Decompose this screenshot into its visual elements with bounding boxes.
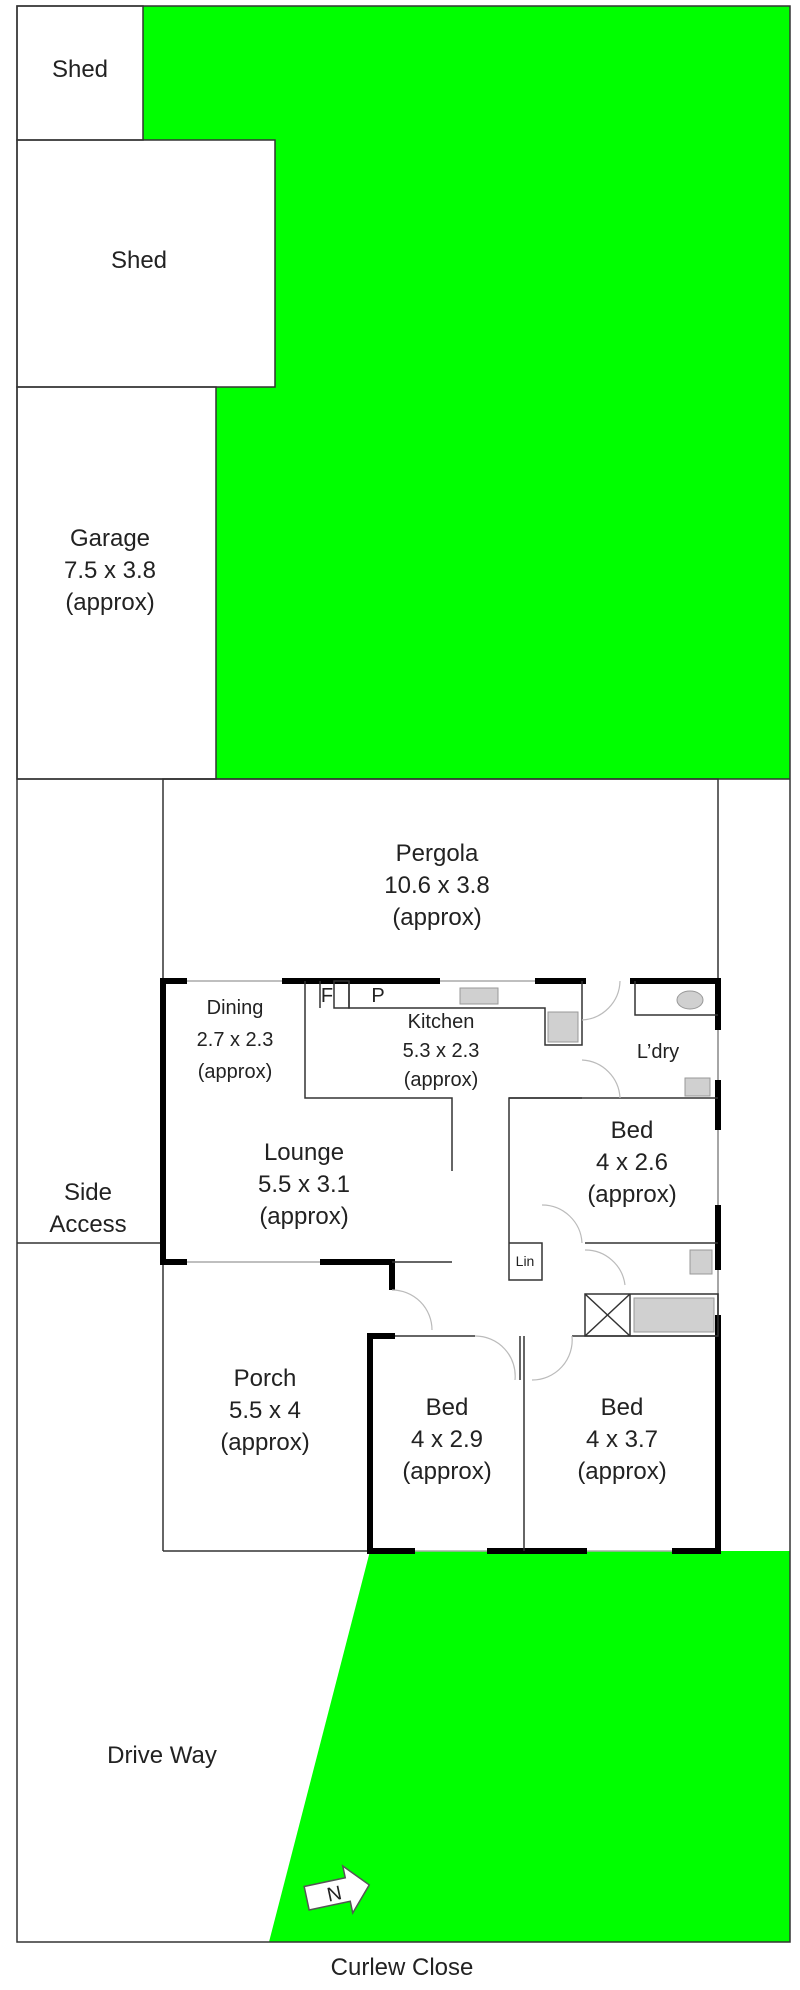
- sink: [459, 987, 499, 1005]
- kitchen-label: Kitchen: [408, 1011, 475, 1033]
- bed1-label: Bed: [611, 1117, 654, 1144]
- back-lawn: [143, 6, 790, 779]
- linen-label: Lin: [516, 1253, 535, 1269]
- porch-label: Porch: [234, 1365, 297, 1392]
- bed2-label: Bed: [426, 1394, 469, 1421]
- garage-size: 7.5 x 3.8: [64, 557, 156, 584]
- side-access-line2: Access: [49, 1211, 126, 1238]
- door-swings: [391, 980, 626, 1381]
- bed3-label: Bed: [601, 1394, 644, 1421]
- dining-note: (approx): [198, 1061, 272, 1083]
- north-arrow-icon: N: [303, 1864, 371, 1916]
- toilet: [676, 990, 704, 1010]
- fridge-label: F: [321, 985, 333, 1007]
- bed3-size: 4 x 3.7: [586, 1426, 658, 1453]
- stove: [547, 1011, 579, 1043]
- garage-note: (approx): [65, 589, 154, 616]
- north-arrow-label: N: [325, 1882, 344, 1907]
- shed-small-label: Shed: [52, 56, 108, 83]
- bed1-note: (approx): [587, 1181, 676, 1208]
- side-access-line1: Side: [64, 1179, 112, 1206]
- pergola-label: Pergola: [396, 840, 479, 867]
- kitchen-note: (approx): [404, 1069, 478, 1091]
- bed2-size: 4 x 2.9: [411, 1426, 483, 1453]
- garage-label: Garage: [70, 525, 150, 552]
- pergola-note: (approx): [392, 904, 481, 931]
- fixtures: [459, 987, 715, 1333]
- pantry-label: P: [371, 985, 384, 1007]
- lounge-note: (approx): [259, 1203, 348, 1230]
- lounge-label: Lounge: [264, 1139, 344, 1166]
- laundry-tub: [684, 1077, 711, 1097]
- lounge-size: 5.5 x 3.1: [258, 1171, 350, 1198]
- house-walls: [160, 978, 721, 1554]
- interior-walls: [304, 980, 719, 1551]
- laundry-label: L’dry: [637, 1041, 679, 1063]
- bed1-size: 4 x 2.6: [596, 1149, 668, 1176]
- dining-label: Dining: [207, 997, 264, 1019]
- vanity: [689, 1249, 713, 1275]
- bathtub: [633, 1297, 715, 1333]
- pergola-size: 10.6 x 3.8: [384, 872, 489, 899]
- property-boundary: [16, 5, 791, 1943]
- shed-large-label: Shed: [111, 247, 167, 274]
- dining-size: 2.7 x 2.3: [197, 1029, 274, 1051]
- bed3-note: (approx): [577, 1458, 666, 1485]
- front-lawn: [269, 1551, 790, 1942]
- porch-note: (approx): [220, 1429, 309, 1456]
- driveway-label: Drive Way: [107, 1742, 217, 1769]
- bed2-note: (approx): [402, 1458, 491, 1485]
- porch-size: 5.5 x 4: [229, 1397, 301, 1424]
- kitchen-size: 5.3 x 2.3: [403, 1040, 480, 1062]
- street-name: Curlew Close: [331, 1954, 474, 1981]
